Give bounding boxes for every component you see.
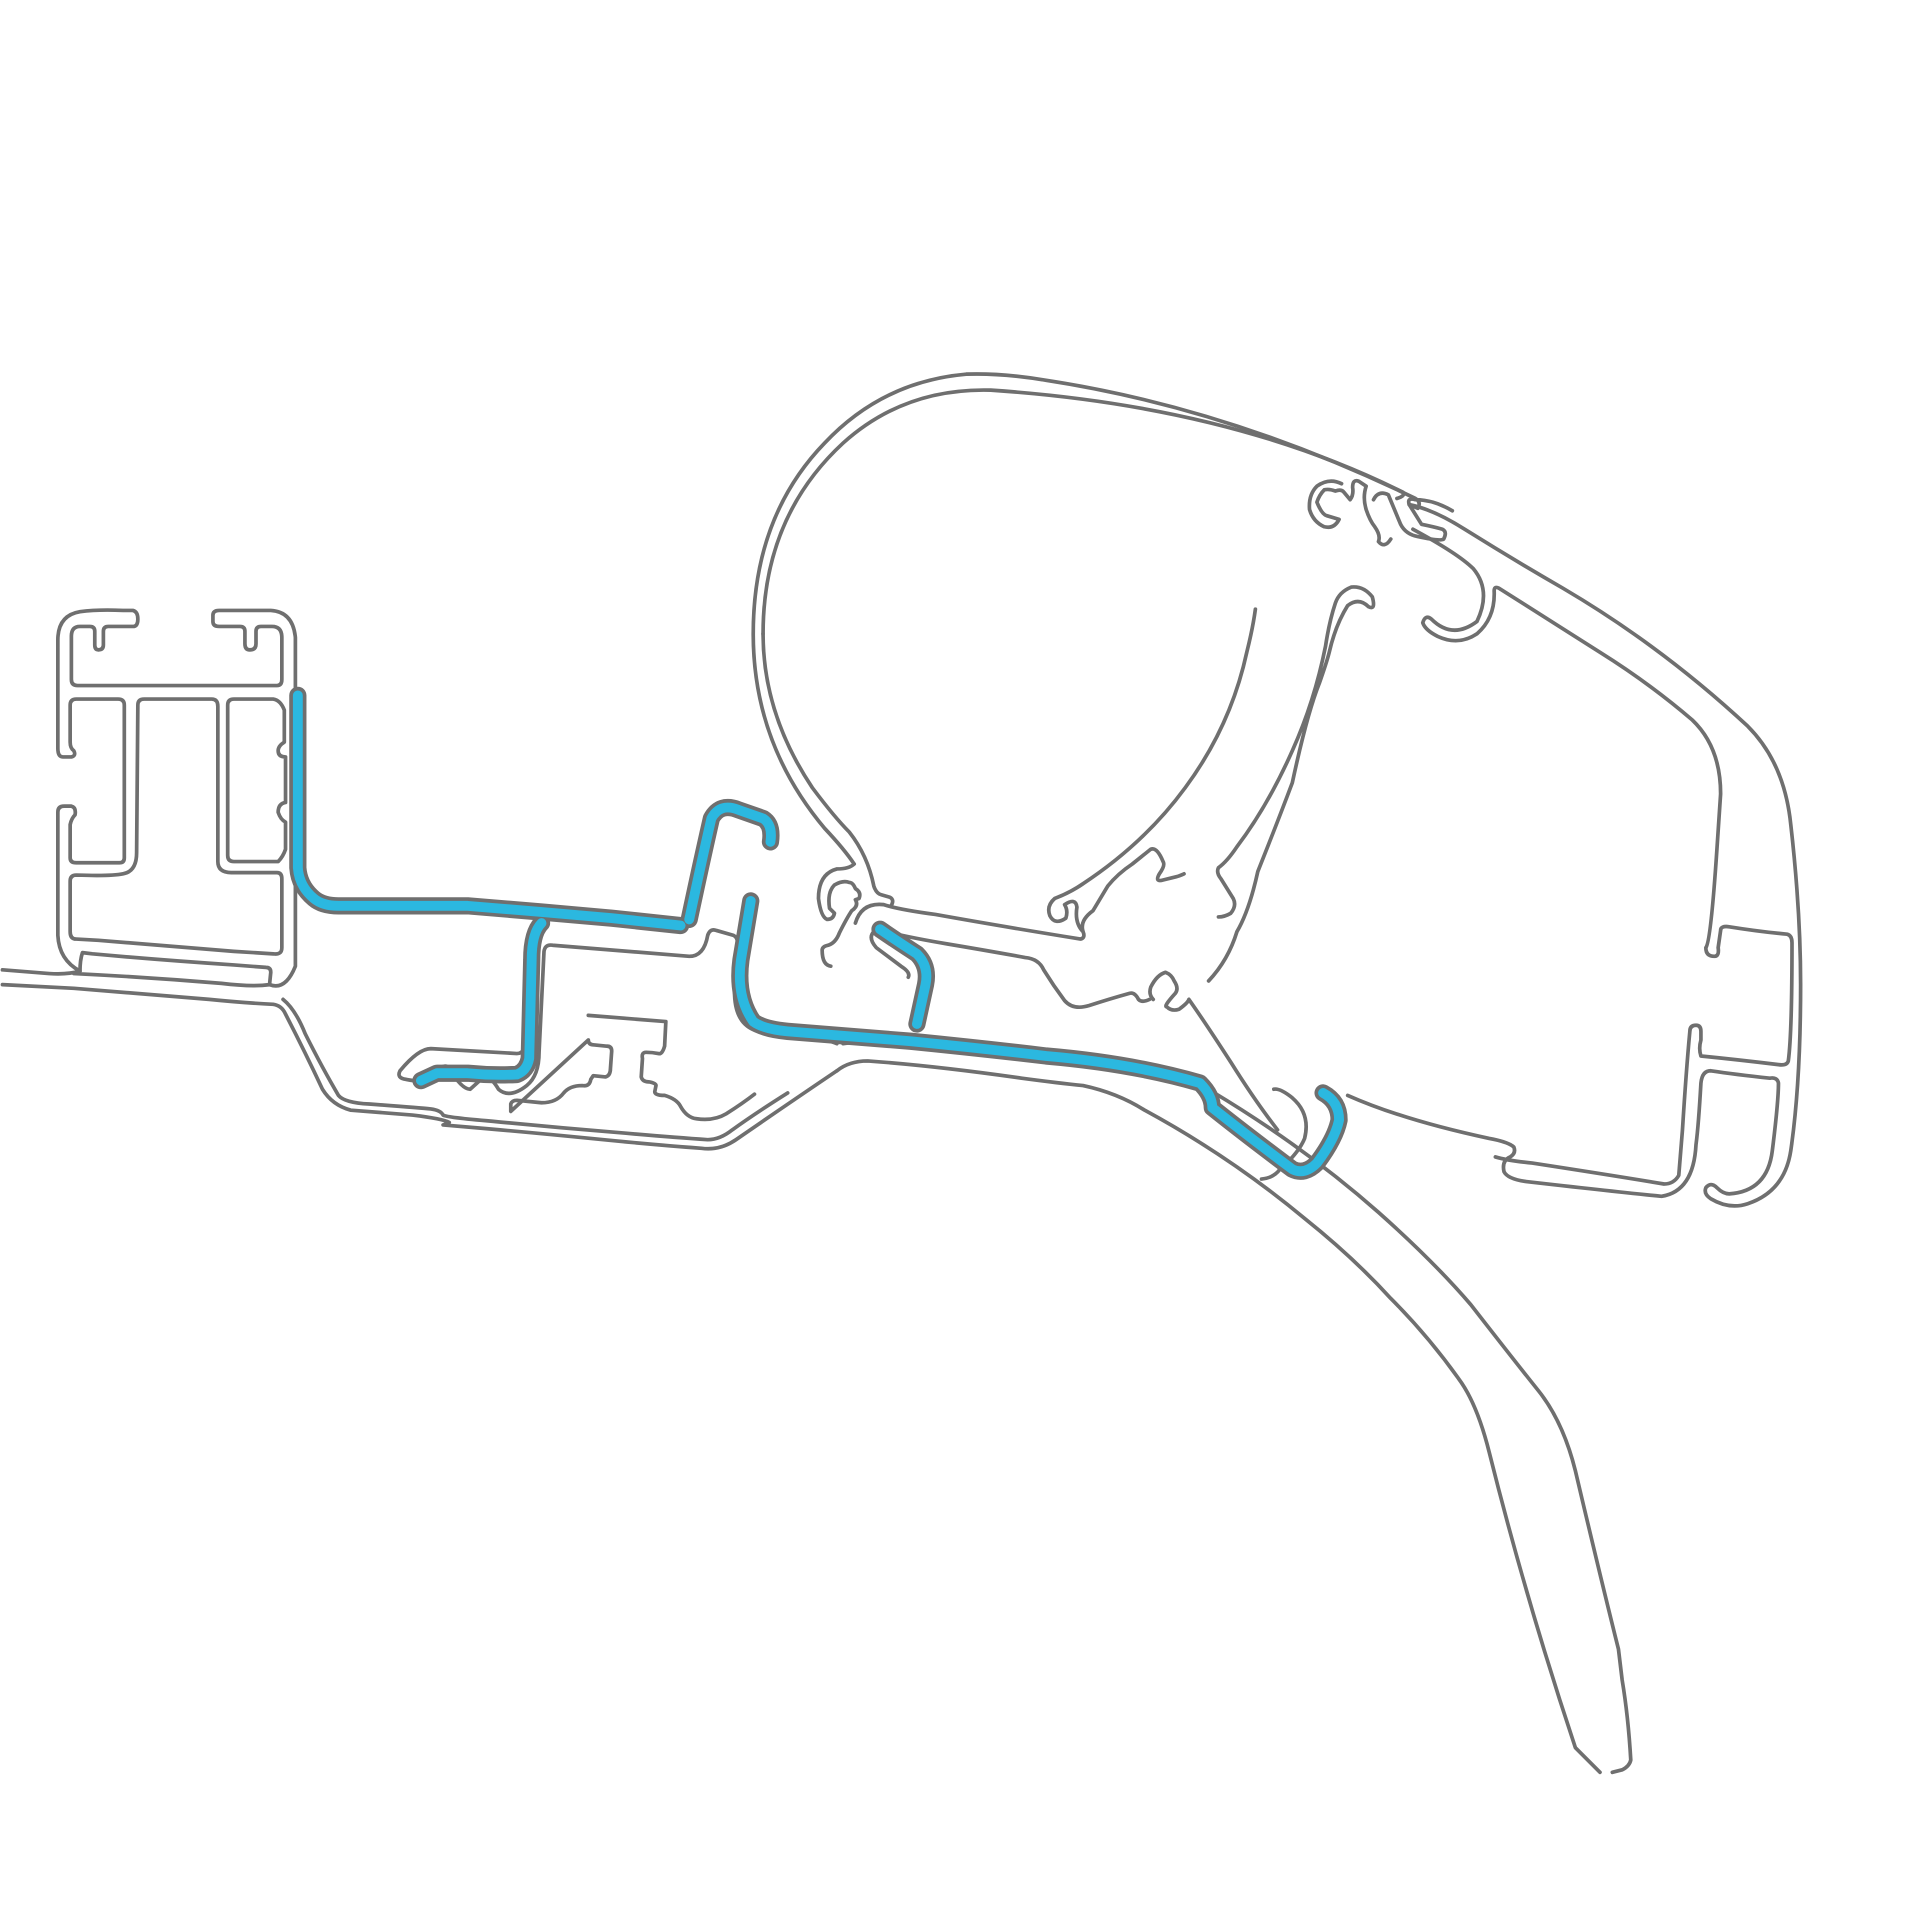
guide-long-curve bbox=[835, 1040, 1633, 1775]
channel-outline bbox=[289, 686, 1348, 1180]
rail-lower-foot bbox=[72, 874, 298, 988]
rail-inner-outline bbox=[68, 697, 284, 956]
wall-rail-profile bbox=[0, 608, 839, 1151]
highlighted-channel bbox=[289, 686, 1348, 1180]
housing-hook bbox=[761, 632, 895, 968]
housing-upper-arm bbox=[853, 607, 1258, 941]
connector-window bbox=[508, 1013, 757, 1122]
housing-inner-cam bbox=[1307, 478, 1455, 547]
housing-outer-shell bbox=[751, 372, 1803, 1208]
awning-housing bbox=[751, 372, 1803, 1775]
housing-inner-shell bbox=[761, 388, 1794, 1186]
rail-inner-ledge bbox=[281, 997, 790, 1142]
housing-spring-arm bbox=[869, 585, 1376, 1181]
channel-fill bbox=[292, 690, 1344, 1177]
rail-outer-outline bbox=[0, 608, 298, 976]
rail-bottom-outline bbox=[0, 982, 839, 1151]
rail-inner-slot bbox=[225, 697, 288, 864]
